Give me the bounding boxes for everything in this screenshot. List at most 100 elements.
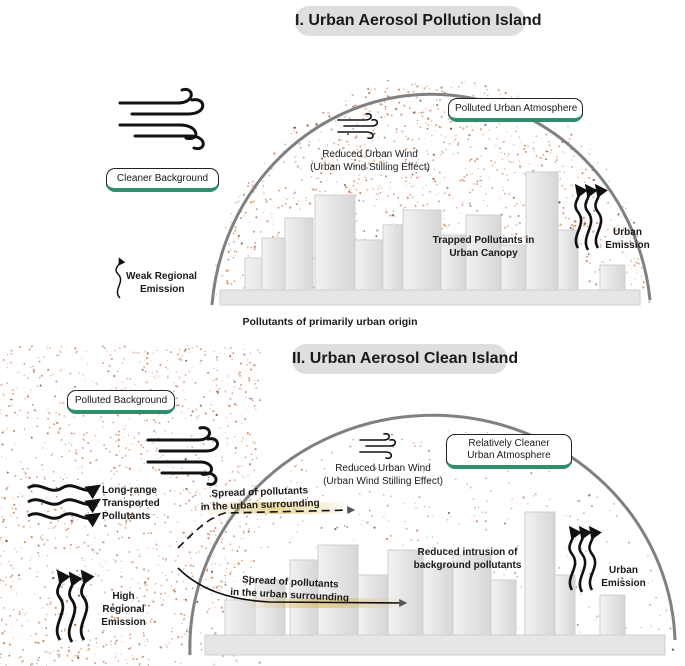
aerosol-particle [139, 505, 142, 508]
aerosol-particle [124, 425, 126, 427]
aerosol-particle [155, 494, 158, 496]
aerosol-particle [10, 514, 12, 516]
weak-regional-line2: Emission [140, 284, 185, 295]
aerosol-particle [336, 191, 338, 194]
aerosol-particle [87, 648, 90, 652]
aerosol-particle [48, 527, 50, 530]
aerosol-particle [585, 550, 588, 552]
aerosol-particle [85, 596, 87, 598]
aerosol-particle [4, 623, 8, 626]
aerosol-particle [442, 548, 445, 551]
aerosol-particle [1, 618, 3, 620]
aerosol-particle [510, 507, 513, 510]
aerosol-particle [184, 348, 187, 351]
aerosol-particle [180, 359, 183, 362]
aerosol-particle [151, 618, 153, 621]
aerosol-particle [393, 193, 395, 196]
aerosol-particle [119, 464, 121, 466]
aerosol-particle [443, 209, 445, 212]
aerosol-particle [55, 569, 58, 571]
aerosol-particle [428, 88, 430, 90]
aerosol-particle [624, 231, 626, 233]
aerosol-particle [191, 347, 194, 349]
aerosol-particle [262, 184, 265, 187]
aerosol-particle [83, 433, 86, 436]
aerosol-particle [390, 482, 392, 485]
aerosol-particle [446, 226, 448, 228]
long-range-line3: Pollutants [102, 511, 151, 522]
aerosol-particle [555, 159, 558, 162]
aerosol-particle [254, 447, 257, 451]
aerosol-particle [220, 541, 223, 543]
aerosol-particle [422, 194, 424, 196]
aerosol-particle [0, 579, 2, 581]
long-range-arrows-icon [27, 484, 101, 528]
aerosol-particle [13, 411, 17, 414]
aerosol-particle [527, 145, 530, 148]
aerosol-particle [548, 144, 551, 147]
aerosol-particle [209, 578, 211, 580]
aerosol-particle [260, 546, 263, 549]
aerosol-particle [590, 504, 593, 507]
aerosol-particle [33, 408, 36, 412]
aerosol-particle [66, 654, 69, 657]
aerosol-particle [2, 393, 4, 395]
aerosol-particle [307, 144, 310, 147]
aerosol-particle [1, 431, 4, 434]
aerosol-particle [183, 614, 186, 617]
aerosol-particle [84, 565, 87, 567]
aerosol-particle [635, 269, 637, 271]
aerosol-particle [209, 487, 211, 489]
aerosol-particle [143, 462, 146, 465]
aerosol-particle [431, 536, 433, 538]
aerosol-particle [240, 242, 244, 245]
emission-arrows-icon [574, 183, 608, 251]
aerosol-particle [320, 526, 323, 529]
aerosol-particle [0, 539, 1, 541]
aerosol-particle [364, 176, 367, 179]
aerosol-particle [31, 365, 33, 367]
aerosol-particle [52, 576, 55, 580]
aerosol-particle [151, 372, 153, 374]
aerosol-particle [169, 530, 172, 534]
aerosol-particle [65, 613, 67, 615]
aerosol-particle [328, 162, 331, 165]
aerosol-particle [206, 610, 209, 613]
aerosol-particle [82, 414, 85, 417]
aerosol-particle [262, 212, 264, 214]
aerosol-particle [580, 243, 582, 245]
aerosol-particle [109, 436, 112, 439]
aerosol-particle [586, 256, 588, 258]
aerosol-particle [470, 125, 472, 127]
aerosol-particle [139, 587, 141, 590]
aerosol-particle [564, 188, 567, 190]
aerosol-particle [12, 567, 15, 570]
aerosol-particle [224, 583, 227, 586]
aerosol-particle [228, 347, 231, 350]
aerosol-particle [215, 586, 219, 589]
aerosol-particle [124, 465, 127, 468]
aerosol-particle [364, 107, 367, 110]
aerosol-particle [377, 188, 380, 190]
urban-emission-label-p2: Urban Emission [596, 564, 651, 590]
aerosol-particle [324, 190, 326, 192]
aerosol-particle [657, 628, 660, 631]
aerosol-particle [124, 387, 126, 389]
aerosol-particle [57, 519, 60, 523]
aerosol-particle [199, 493, 201, 495]
aerosol-particle [601, 578, 604, 581]
aerosol-particle [179, 357, 182, 360]
aerosol-particle [8, 405, 11, 407]
aerosol-particle [165, 558, 167, 560]
aerosol-particle [147, 658, 150, 661]
aerosol-particle [404, 149, 407, 151]
aerosol-particle [215, 413, 218, 417]
aerosol-particle [384, 116, 386, 118]
aerosol-particle [184, 598, 187, 601]
aerosol-particle [329, 168, 332, 171]
aerosol-particle [612, 502, 616, 505]
aerosol-particle [323, 161, 325, 163]
aerosol-particle [236, 471, 239, 473]
aerosol-particle [556, 156, 558, 158]
aerosol-particle [81, 466, 83, 468]
